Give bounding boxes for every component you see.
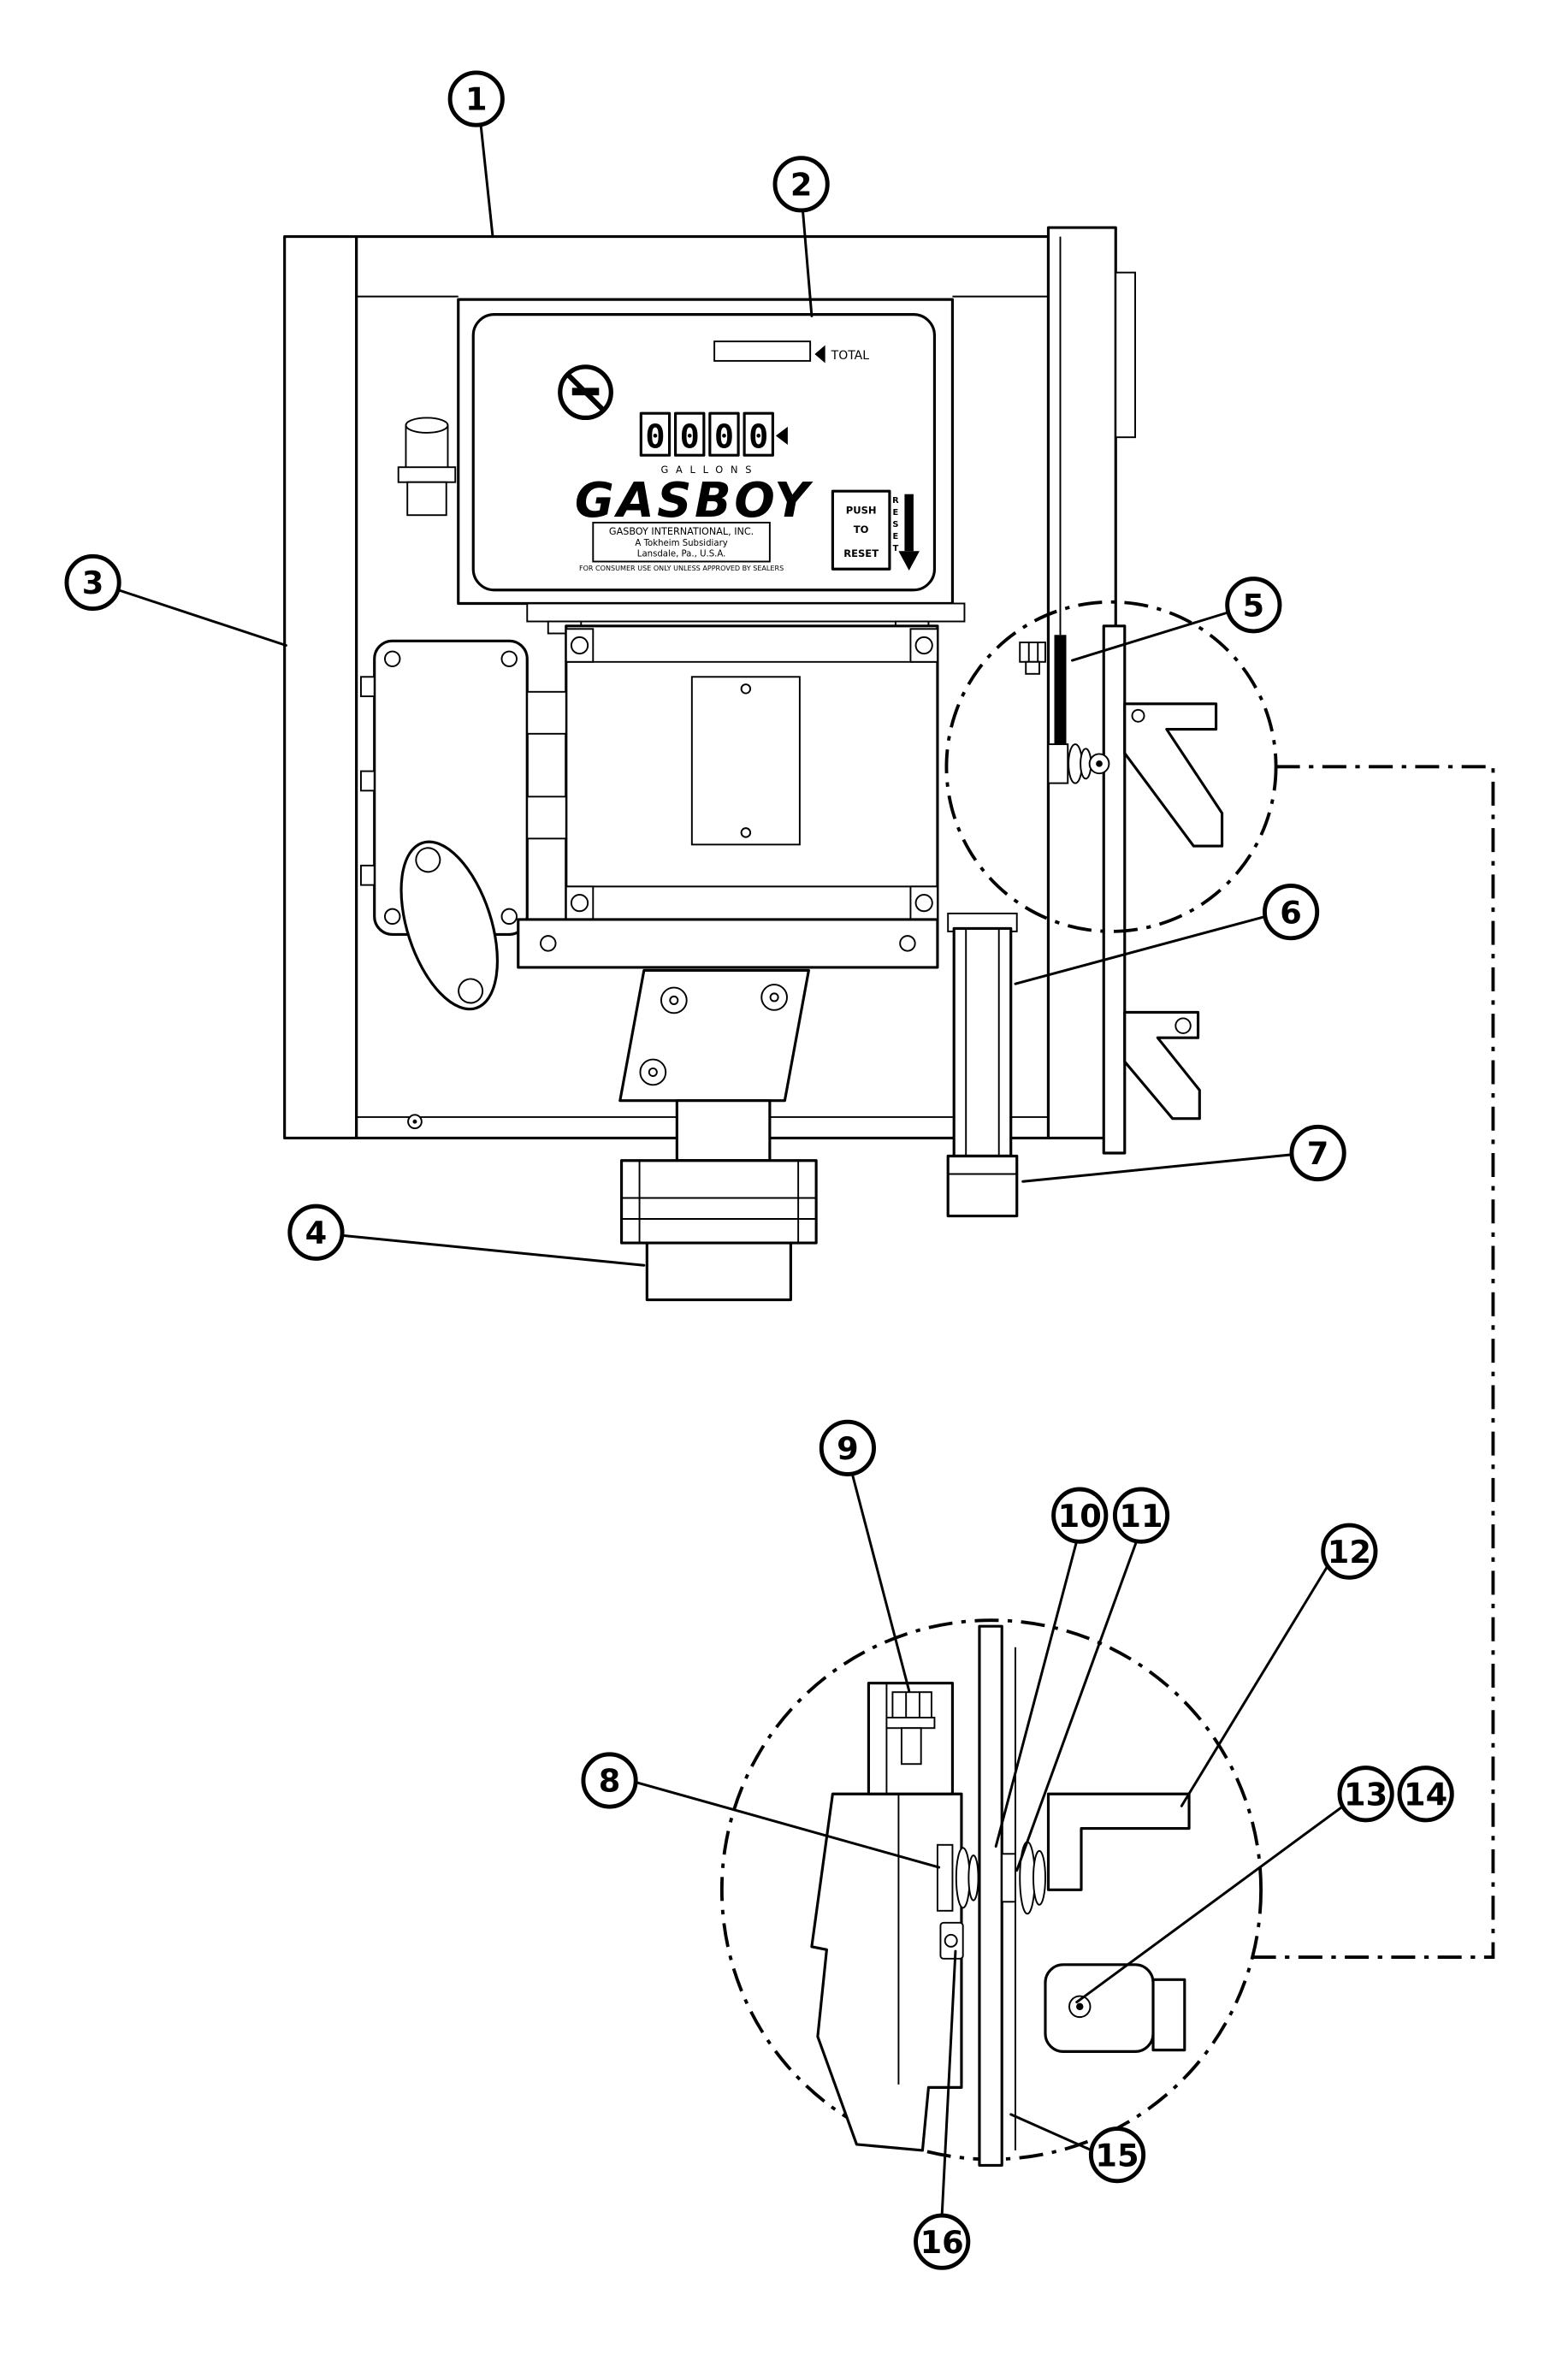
callout-6: 6	[1263, 884, 1320, 941]
leader-line-4	[340, 1233, 646, 1267]
odometer-digit: 0	[645, 417, 665, 456]
callout-number: 3	[82, 565, 104, 601]
callout-9: 9	[819, 1419, 876, 1476]
odometer: 0 0 0 0 GALLONS	[639, 411, 788, 476]
total-label: TOTAL	[831, 349, 870, 363]
reset-vertical-letter: E	[893, 508, 899, 518]
totalizer: TOTAL	[713, 340, 870, 364]
callout-number: 16	[920, 2224, 964, 2261]
reset-vertical-letter: S	[892, 520, 898, 529]
leader-line-5	[1071, 611, 1230, 662]
leader-line-16	[940, 1949, 957, 2216]
callout-number: 15	[1095, 2137, 1139, 2174]
callout-number: 11	[1119, 1498, 1163, 1535]
leader-line-13	[1075, 1804, 1345, 2004]
meter-brand-text: GASBOY	[575, 473, 814, 529]
leader-line-7	[1021, 1153, 1294, 1183]
washer-stack-left	[936, 1843, 979, 1960]
callout-5: 5	[1225, 577, 1282, 634]
leader-lines	[116, 122, 1345, 2216]
nozzle-hook-lower	[1123, 1010, 1201, 1121]
leader-line-2	[801, 208, 814, 317]
washer-stack-right	[1001, 1841, 1046, 1915]
callout-1: 1	[447, 70, 505, 127]
callouts: 1 2 3 4 5 6 7 8	[64, 70, 1454, 2270]
company-line: A Tokheim Subsidiary	[635, 539, 727, 548]
pump-housing-left	[359, 639, 567, 1011]
kidney-cover-plate	[399, 840, 500, 1011]
callout-15: 15	[1088, 2126, 1146, 2184]
callout-4: 4	[287, 1204, 345, 1261]
callout-number: 13	[1344, 1776, 1388, 1813]
callout-12: 12	[1321, 1523, 1378, 1580]
callout-3: 3	[64, 553, 121, 612]
reset-button[interactable]: PUSH TO RESET	[831, 489, 891, 571]
reset-button-label-line: PUSH	[846, 504, 877, 516]
leader-line-3	[116, 589, 287, 648]
pivot-bolt-parts	[1019, 642, 1110, 784]
leader-line-11	[1015, 1539, 1139, 1872]
callout-number: 6	[1280, 894, 1302, 931]
odometer-digit: 0	[748, 417, 768, 456]
odometer-marker-icon	[775, 426, 788, 445]
consumer-notice: FOR CONSUMER USE ONLY UNLESS APPROVED BY…	[579, 565, 784, 572]
meter-body	[565, 624, 939, 924]
inlet-pipe	[397, 417, 457, 517]
callout-16: 16	[914, 2213, 971, 2270]
odometer-digit: 0	[714, 417, 734, 456]
mounting-plate-right	[1019, 624, 1224, 1155]
pump-assembly: TOTAL 0 0 0 0 GALLONS GASBOY GASBOY INTE…	[283, 226, 1224, 1302]
callout-number: 4	[305, 1215, 328, 1251]
reset-button-label-line: TO	[854, 523, 869, 535]
leader-line-15	[1009, 2113, 1093, 2152]
leader-line-6	[1014, 914, 1267, 985]
no-smoking-icon	[558, 364, 613, 421]
reset-button-label-line: RESET	[843, 547, 879, 559]
mounting-plate-detail	[978, 1624, 1016, 2167]
callout-number: 8	[599, 1763, 621, 1800]
reset-vertical-letter: E	[893, 532, 899, 541]
callout-number: 10	[1058, 1498, 1102, 1535]
pump-casting-edge	[810, 1792, 963, 2152]
callout-13: 13	[1337, 1766, 1394, 1823]
leader-line-12	[1180, 1563, 1330, 1807]
reset-vertical-letter: T	[893, 544, 899, 553]
callout-2: 2	[772, 156, 830, 213]
leader-line-1	[479, 122, 494, 239]
callout-number: 9	[837, 1430, 859, 1467]
total-marker-icon	[814, 345, 825, 364]
callout-number: 7	[1307, 1135, 1329, 1172]
callout-number: 1	[465, 81, 488, 118]
callout-11: 11	[1112, 1487, 1170, 1544]
callout-10: 10	[1051, 1487, 1109, 1544]
meter-face: TOTAL 0 0 0 0 GALLONS GASBOY GASBOY INTE…	[457, 298, 966, 635]
nozzle-hook-upper	[1123, 702, 1224, 848]
callout-number: 12	[1328, 1534, 1371, 1570]
company-line: Lansdale, Pa., U.S.A.	[637, 549, 726, 559]
outlet-assembly	[619, 1099, 818, 1302]
leader-line-9	[850, 1472, 911, 1692]
reset-vertical-letter: R	[892, 496, 899, 506]
detail-connector-line	[1251, 765, 1495, 1960]
odometer-digit: 0	[680, 417, 700, 456]
leader-line-10	[994, 1539, 1079, 1848]
callout-14: 14	[1397, 1766, 1454, 1823]
callout-number: 2	[790, 166, 813, 203]
lower-bracket	[517, 918, 939, 1103]
callout-number: 14	[1404, 1776, 1447, 1813]
detail-view-bottom	[719, 1618, 1263, 2167]
top-bracket	[867, 1682, 955, 1795]
filter-column	[946, 912, 1019, 1218]
company-line: GASBOY INTERNATIONAL, INC.	[609, 526, 754, 537]
gallons-label: GALLONS	[660, 464, 759, 476]
callout-8: 8	[581, 1752, 638, 1809]
callout-7: 7	[1289, 1124, 1346, 1182]
nozzle-hook-detail	[1044, 1792, 1191, 2053]
leader-line-8	[633, 1780, 941, 1869]
callout-number: 5	[1243, 587, 1265, 624]
reset-arrow-icon: R E S E T	[892, 494, 920, 571]
